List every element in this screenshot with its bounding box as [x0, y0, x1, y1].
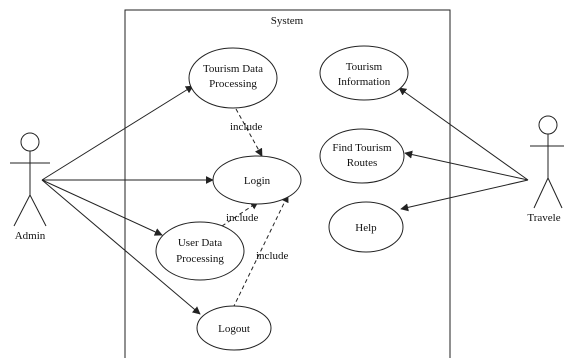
usecase-label-line-2: Information [338, 76, 391, 88]
usecase-label: Login [244, 175, 271, 187]
usecase-tourism-data-processing[interactable]: Tourism Data Processing [188, 47, 278, 109]
include-label-2: include [226, 212, 258, 224]
usecase-label-line-2: Routes [347, 157, 378, 169]
include-label-1: include [230, 121, 262, 133]
assoc-traveler-find-routes [404, 150, 529, 181]
assoc-admin-user-data [41, 179, 163, 236]
usecase-label-line-1: Find Tourism [332, 142, 392, 154]
traveler-actor[interactable] [530, 115, 564, 209]
traveler-left-leg [533, 177, 549, 209]
admin-left-leg [13, 194, 31, 227]
usecase-tourism-information[interactable]: Tourism Information [319, 45, 409, 101]
usecase-label-line-1: User Data [178, 237, 222, 249]
system-boundary [124, 9, 451, 358]
assoc-traveler-tourism-information [398, 87, 529, 181]
admin-label: Admin [15, 230, 46, 242]
admin-right-leg [29, 194, 47, 227]
usecase-label: Help [355, 222, 377, 234]
usecase-label-line-1: Tourism [346, 61, 383, 73]
system-label: System [271, 15, 304, 27]
traveler-label: Travele [527, 212, 560, 224]
admin-actor[interactable] [10, 132, 50, 227]
include-tourism-data-login [235, 108, 263, 157]
usecase-label-line-2: Processing [176, 253, 224, 265]
assoc-traveler-help [400, 179, 529, 212]
usecase-find-tourism-routes[interactable]: Find Tourism Routes [319, 128, 405, 184]
usecase-user-data-processing[interactable]: User Data Processing [155, 221, 245, 281]
assoc-admin-tourism-data [41, 85, 194, 181]
usecase-label: Logout [218, 323, 250, 335]
usecase-logout[interactable]: Logout [196, 305, 272, 351]
assoc-admin-logout [41, 179, 201, 315]
usecase-label-line-1: Tourism Data [203, 63, 263, 75]
include-label-3: include [256, 250, 288, 262]
admin-head [20, 132, 40, 152]
traveler-right-leg [547, 177, 563, 209]
usecase-label-line-2: Processing [209, 78, 257, 90]
traveler-head [538, 115, 558, 135]
usecase-help[interactable]: Help [328, 201, 404, 253]
include-user-data-login [221, 201, 259, 227]
usecase-login[interactable]: Login [212, 155, 302, 205]
